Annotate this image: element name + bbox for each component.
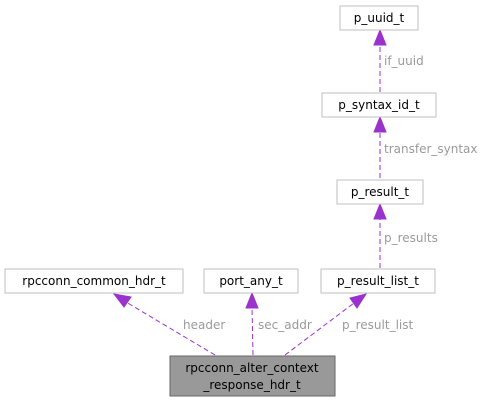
node-rpcconn-common-hdr-t[interactable]: rpcconn_common_hdr_t: [4, 268, 184, 294]
arrow-head-icon: [373, 202, 387, 220]
edge-label-sec-addr: sec_addr: [258, 318, 312, 332]
node-label: rpcconn_common_hdr_t: [22, 274, 166, 288]
node-p-result-t[interactable]: p_result_t: [336, 179, 424, 205]
arrow-head-icon: [373, 28, 387, 46]
edge-label-p-results: p_results: [384, 231, 438, 245]
arrow-head-icon: [373, 115, 387, 133]
edge-transfer-syntax: transfer_syntax: [373, 115, 478, 178]
node-p-syntax-id-t[interactable]: p_syntax_id_t: [321, 92, 437, 118]
node-label: p_result_t: [351, 185, 410, 199]
edge-label-header: header: [183, 318, 225, 332]
arrow-head-icon: [245, 291, 259, 309]
node-p-uuid-t[interactable]: p_uuid_t: [339, 5, 419, 31]
edge-sec-addr: sec_addr: [245, 291, 312, 356]
edge-header: header: [112, 293, 225, 356]
arrow-head-icon: [112, 293, 132, 308]
edge-label-transfer-syntax: transfer_syntax: [384, 142, 478, 156]
edge-label-if-uuid: if_uuid: [384, 54, 424, 68]
node-label: port_any_t: [219, 274, 283, 288]
node-label-line1: rpcconn_alter_context: [185, 361, 319, 375]
node-label: p_result_list_t: [337, 274, 419, 288]
node-port-any-t[interactable]: port_any_t: [203, 268, 299, 294]
node-label: p_uuid_t: [354, 11, 405, 25]
node-label: p_syntax_id_t: [338, 98, 420, 112]
edge-if-uuid: if_uuid: [373, 28, 424, 92]
edge-p-result-list: p_result_list: [284, 293, 413, 356]
node-label-line2: _response_hdr_t: [202, 378, 301, 392]
edge-p-results: p_results: [373, 202, 438, 268]
edge-label-p-result-list: p_result_list: [342, 318, 413, 332]
node-rpcconn-alter-context-response-hdr-t[interactable]: rpcconn_alter_context _response_hdr_t: [169, 355, 336, 397]
node-p-result-list-t[interactable]: p_result_list_t: [320, 268, 436, 294]
arrow-head-icon: [349, 293, 368, 309]
